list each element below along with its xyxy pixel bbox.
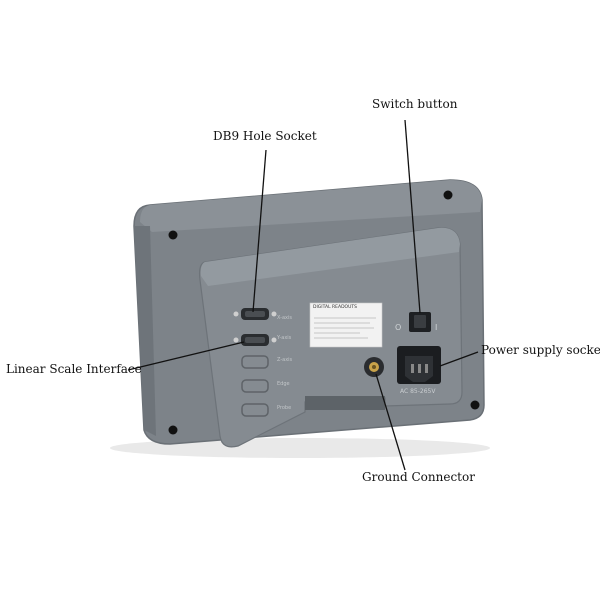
port-label-probe: Probe xyxy=(277,405,292,411)
callout-power-socket: Power supply socket xyxy=(481,343,600,357)
callout-db9-socket: DB9 Hole Socket xyxy=(213,129,317,143)
port-label-list: X-axis Y-axis Z-axis Edge Probe xyxy=(277,306,292,420)
spec-label xyxy=(309,302,383,348)
switch-on-mark: I xyxy=(435,323,437,332)
power-rating-text: AC 85-265V xyxy=(400,388,436,395)
spec-label-lines xyxy=(314,317,376,339)
rear-panel-top-edge xyxy=(200,227,461,286)
port-label-edge: Edge xyxy=(277,381,290,387)
bottom-recess xyxy=(305,396,385,410)
mount-hole-bottom-left xyxy=(168,425,178,435)
callout-line-ground xyxy=(375,373,406,471)
spec-label-title: DIGITAL READOUTS xyxy=(313,305,357,310)
mount-hole-top-left xyxy=(168,230,178,240)
floor-shadow xyxy=(110,438,490,458)
mount-hole-top-right xyxy=(443,190,453,200)
mount-hole-bottom-right xyxy=(470,400,480,410)
callout-line-power xyxy=(439,351,479,367)
db9-sockets xyxy=(233,308,277,417)
port-label-x: X-axis xyxy=(277,315,292,321)
rocker-switch-paddle xyxy=(414,315,426,328)
callout-ground-connector: Ground Connector xyxy=(362,470,475,484)
housing-left-bevel xyxy=(134,226,156,436)
switch-off-mark: O xyxy=(395,323,401,332)
port-label-z: Z-axis xyxy=(277,357,293,363)
callout-linear-scale: Linear Scale Interface xyxy=(6,362,142,376)
callout-lines xyxy=(127,119,479,471)
callout-switch-button: Switch button xyxy=(372,97,458,111)
housing-top-edge xyxy=(140,180,482,232)
callout-line-db9 xyxy=(252,149,267,313)
callout-line-linear-scale xyxy=(127,341,245,371)
port-label-y: Y-axis xyxy=(277,335,292,341)
callout-line-switch xyxy=(404,119,421,314)
